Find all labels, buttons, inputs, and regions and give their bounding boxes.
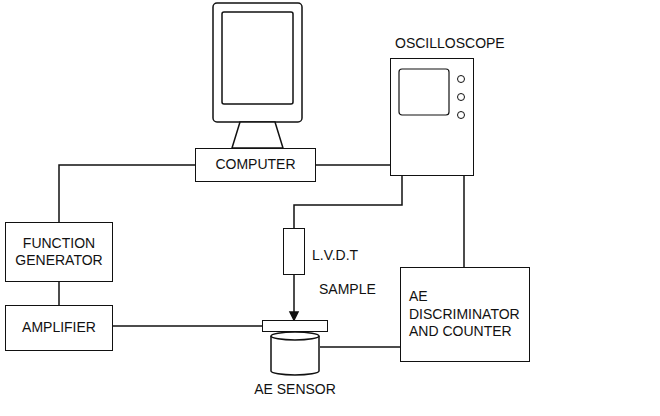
scope-knob [458, 112, 465, 119]
node-label: SAMPLE [319, 281, 376, 299]
generator-box: FUNCTION GENERATOR [5, 222, 113, 282]
amplifier-box: AMPLIFIER [5, 305, 113, 351]
computer-box: COMPUTER [195, 148, 316, 182]
scope-screen [399, 69, 449, 115]
node-label: COMPUTER [215, 156, 295, 174]
node-label: AE DISCRIMINATOR AND COUNTER [409, 288, 521, 341]
node-label: AMPLIFIER [22, 319, 96, 337]
node-label: AE SENSOR [254, 381, 336, 399]
sensor-side [271, 336, 319, 375]
connector-line [113, 325, 262, 327]
probe-rod [293, 275, 295, 313]
sample-plate: SAMPLE [262, 320, 328, 332]
monitor-stand [232, 122, 283, 148]
connector-line [59, 165, 195, 222]
oscilloscope-front [391, 59, 473, 175]
node-label: FUNCTION GENERATOR [14, 235, 104, 270]
sensor-body: AE SENSOR [270, 332, 320, 375]
discriminator-box: AE DISCRIMINATOR AND COUNTER [400, 267, 530, 362]
node-label: L.V.D.T [312, 247, 358, 265]
monitor-case [213, 3, 302, 122]
connector-line [320, 346, 400, 348]
scope-knob [458, 76, 465, 83]
connector-line [463, 176, 465, 267]
computer-monitor [213, 3, 302, 148]
probe-tip [290, 312, 298, 320]
connector-line [316, 164, 390, 166]
oscilloscope-box: OSCILLOSCOPE [390, 58, 474, 176]
node-label: OSCILLOSCOPE [395, 35, 505, 53]
lvdt-probe [290, 275, 298, 320]
lvdt-body: L.V.D.T [283, 228, 305, 275]
connector-line [58, 282, 60, 305]
sensor-cylinder [270, 332, 320, 375]
connector-line [294, 176, 402, 228]
sensor-top [271, 332, 319, 340]
monitor-screen [222, 12, 293, 104]
scope-knob [458, 94, 465, 101]
